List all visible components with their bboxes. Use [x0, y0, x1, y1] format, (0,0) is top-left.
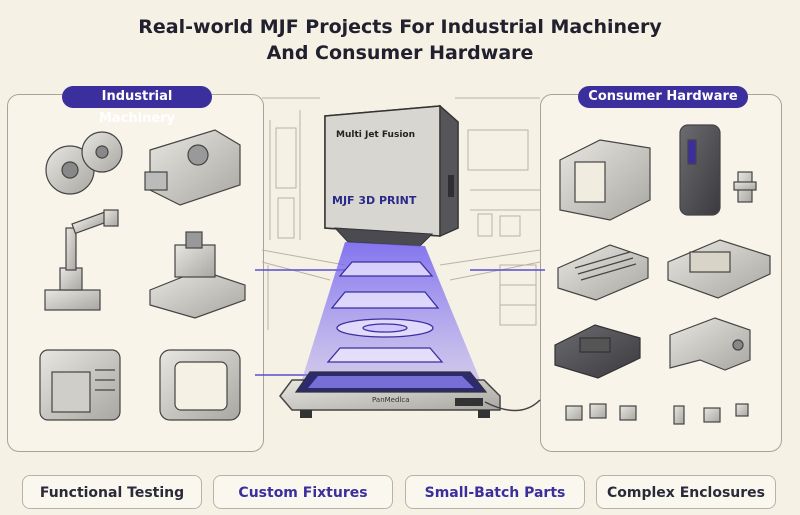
- functional-testing-button[interactable]: Functional Testing: [22, 475, 202, 509]
- connector-icon: [733, 171, 757, 203]
- fixture-plate-icon: [149, 231, 246, 319]
- workshop-background-sketch: [261, 97, 541, 330]
- custom-fixtures-button[interactable]: Custom Fixtures: [213, 475, 393, 509]
- floating-layers: [326, 261, 444, 363]
- title-line-2: And Consumer Hardware: [266, 42, 534, 64]
- title-line-1: Real-world MJF Projects For Industrial M…: [138, 16, 662, 38]
- phone-case-icon: [679, 124, 721, 216]
- printer-head: [324, 104, 459, 247]
- vented-case-icon: [557, 244, 649, 301]
- small-parts-icon: [565, 403, 749, 425]
- sleeve-housing-icon: [559, 139, 651, 221]
- printer-base-label: PanMedlca: [372, 396, 410, 404]
- angle-bracket-icon: [669, 317, 751, 371]
- ssd-enclosure-icon: [667, 239, 771, 299]
- small-batch-parts-button[interactable]: Small-Batch Parts: [405, 475, 585, 509]
- frame-bracket-icon: [159, 349, 241, 421]
- printer-side-label: MJF 3D PRINT: [332, 194, 417, 207]
- build-platform: [279, 371, 541, 418]
- gears-icon: [45, 131, 123, 195]
- tray-part-icon: [554, 324, 641, 379]
- complex-enclosures-button[interactable]: Complex Enclosures: [596, 475, 776, 509]
- pillow-block-icon: [144, 129, 241, 206]
- page-title: Real-world MJF Projects For Industrial M…: [0, 14, 800, 66]
- industrial-machinery-label: Industrial Machinery: [62, 86, 212, 126]
- printer-top-label: Multi Jet Fusion: [336, 130, 415, 140]
- robot-arm-icon: [44, 209, 119, 311]
- consumer-hardware-label: Consumer Hardware: [578, 86, 748, 108]
- enclosure-box-icon: [39, 349, 121, 421]
